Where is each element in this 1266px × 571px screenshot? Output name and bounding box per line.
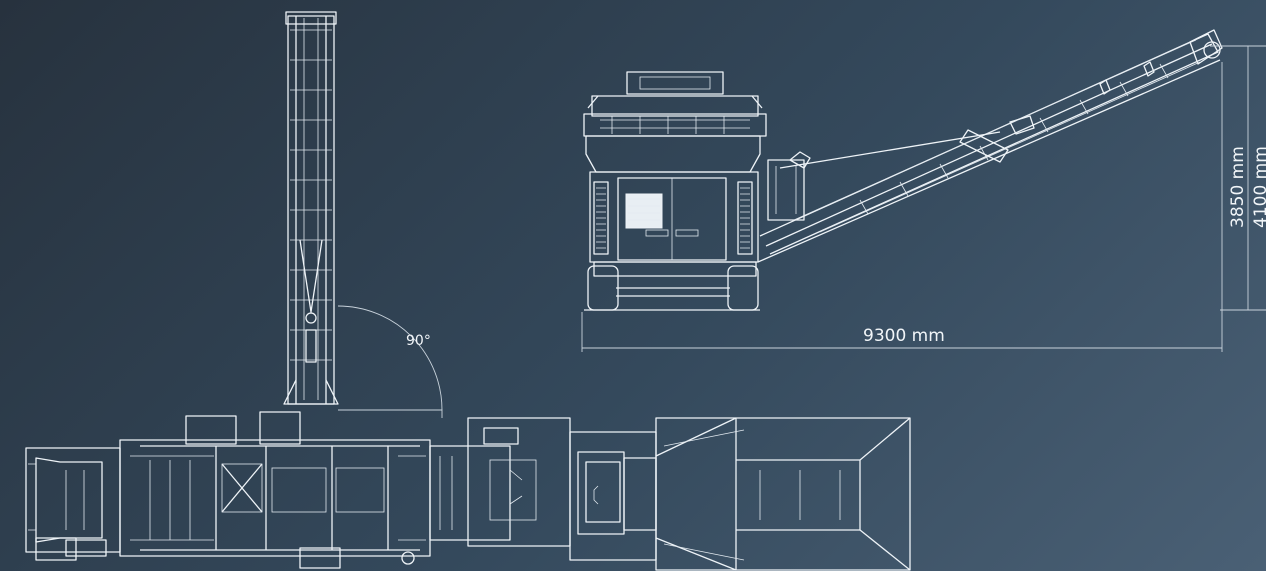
side-view-body (585, 135, 761, 277)
angle-label: 90° (406, 333, 431, 349)
plan-view-screen-box (429, 417, 571, 547)
dimension-height-label: 3850 mm (1228, 146, 1248, 228)
plan-view-side-conveyor (283, 11, 339, 405)
vent-grille-left (593, 181, 609, 255)
dimension-length-label: 9300 mm (863, 326, 945, 346)
side-view-tracks (584, 265, 760, 311)
vent-grille-right (737, 181, 753, 255)
side-elevation-view: 9300 mm 3850 mm 4100 mm (581, 29, 1266, 352)
angle-indicator (337, 305, 443, 418)
plan-view: 90° (25, 11, 911, 571)
side-view-hopper (583, 71, 767, 137)
plan-view-chassis (119, 411, 431, 569)
plan-view-feed-hopper (569, 417, 911, 571)
plan-view-discharge-end (25, 447, 121, 561)
dimension-max-height-label: 4100 mm (1251, 146, 1266, 228)
side-view-stockpile-conveyor (757, 29, 1223, 263)
control-panel-screen (625, 193, 663, 229)
dimension-lines (581, 45, 1266, 352)
